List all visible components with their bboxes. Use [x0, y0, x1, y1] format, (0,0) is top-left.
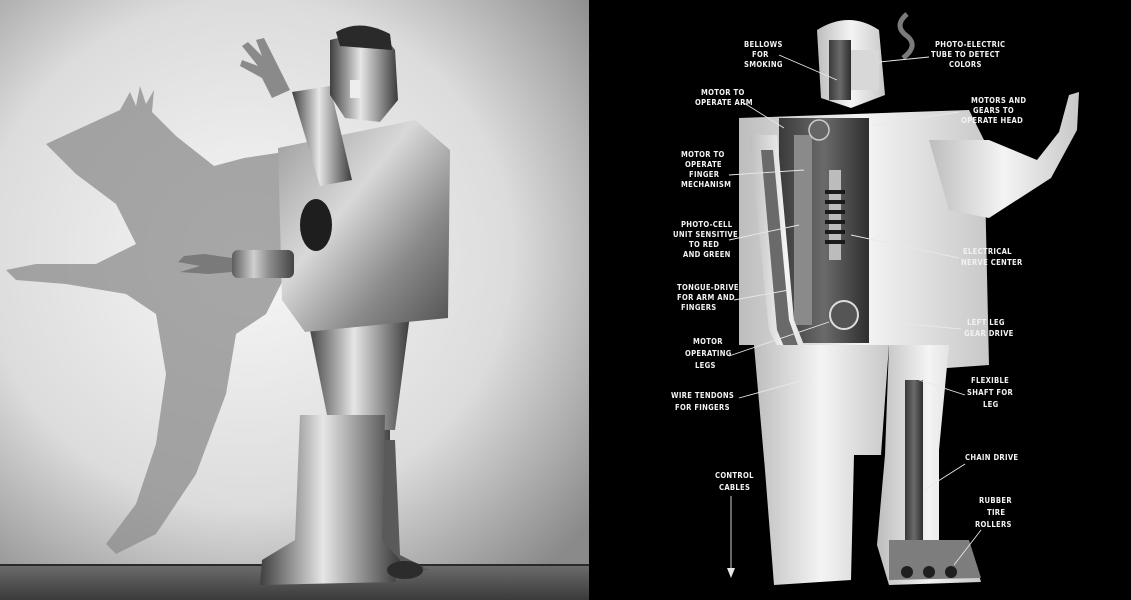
svg-text:COLORS: COLORS [949, 60, 982, 69]
svg-text:MOTORS AND: MOTORS AND [971, 96, 1026, 105]
svg-text:WIRE TENDONS: WIRE TENDONS [671, 391, 734, 400]
svg-text:SMOKING: SMOKING [744, 60, 783, 69]
svg-text:GEARS TO: GEARS TO [973, 106, 1014, 115]
svg-text:CABLES: CABLES [719, 483, 750, 492]
svg-text:FOR FINGERS: FOR FINGERS [675, 403, 730, 412]
svg-text:TIRE: TIRE [987, 508, 1005, 517]
svg-text:FOR ARM AND: FOR ARM AND [677, 293, 735, 302]
svg-text:UNIT SENSITIVE: UNIT SENSITIVE [673, 230, 738, 239]
svg-text:TUBE TO DETECT: TUBE TO DETECT [931, 50, 1000, 59]
svg-text:FLEXIBLE: FLEXIBLE [971, 376, 1009, 385]
svg-text:OPERATING: OPERATING [685, 349, 732, 358]
svg-text:SHAFT FOR: SHAFT FOR [967, 388, 1014, 397]
robot-chest-hole [300, 199, 332, 251]
svg-text:CHAIN DRIVE: CHAIN DRIVE [965, 453, 1018, 462]
svg-text:NERVE CENTER: NERVE CENTER [961, 258, 1023, 267]
svg-text:OPERATE ARM: OPERATE ARM [695, 98, 753, 107]
svg-text:PHOTO-CELL: PHOTO-CELL [681, 220, 733, 229]
svg-text:BELLOWS: BELLOWS [744, 40, 783, 49]
svg-text:CONTROL: CONTROL [715, 471, 754, 480]
svg-text:MOTOR TO: MOTOR TO [701, 88, 745, 97]
svg-text:LEG: LEG [983, 400, 999, 409]
robot-photo [0, 0, 589, 600]
svg-text:MOTOR: MOTOR [693, 337, 723, 346]
svg-text:TO RED: TO RED [689, 240, 719, 249]
svg-text:AND GREEN: AND GREEN [683, 250, 731, 259]
svg-text:MOTOR TO: MOTOR TO [681, 150, 725, 159]
svg-text:MECHANISM: MECHANISM [681, 180, 731, 189]
svg-text:GEAR DRIVE: GEAR DRIVE [964, 329, 1014, 338]
svg-text:FOR: FOR [752, 50, 769, 59]
svg-text:OPERATE: OPERATE [685, 160, 722, 169]
svg-text:LEGS: LEGS [695, 361, 716, 370]
robot-photo-illustration [0, 0, 589, 600]
svg-text:TONGUE-DRIVE: TONGUE-DRIVE [677, 283, 739, 292]
svg-text:LEFT LEG: LEFT LEG [967, 318, 1005, 327]
svg-text:ROLLERS: ROLLERS [975, 520, 1012, 529]
svg-text:RUBBER: RUBBER [979, 496, 1012, 505]
svg-text:PHOTO-ELECTRIC: PHOTO-ELECTRIC [935, 40, 1005, 49]
cutaway-illustration: BELLOWS FOR SMOKING PHOTO-ELECTRIC TUBE … [589, 0, 1131, 600]
svg-text:FINGERS: FINGERS [681, 303, 716, 312]
robot-cutaway-diagram: BELLOWS FOR SMOKING PHOTO-ELECTRIC TUBE … [589, 0, 1131, 600]
svg-text:ELECTRICAL: ELECTRICAL [963, 247, 1012, 256]
svg-text:OPERATE HEAD: OPERATE HEAD [961, 116, 1023, 125]
svg-text:FINGER: FINGER [689, 170, 720, 179]
